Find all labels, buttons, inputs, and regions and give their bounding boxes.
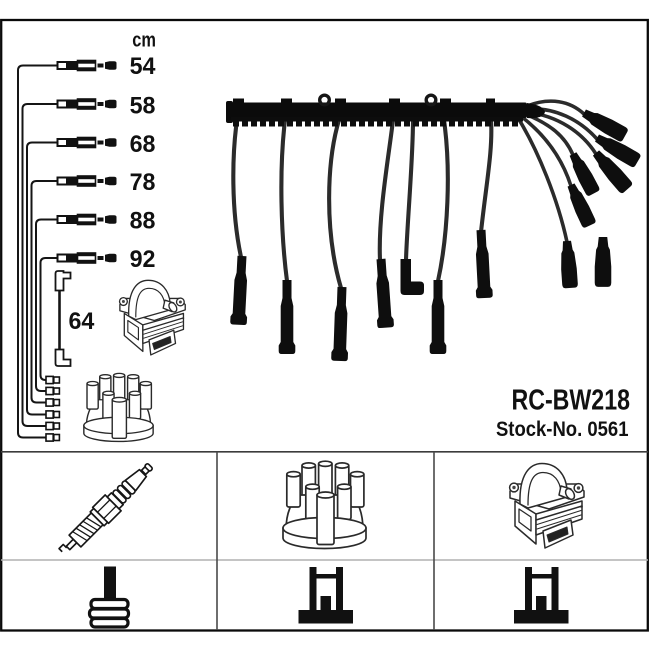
svg-text:Stock-No. 0561: Stock-No. 0561 (496, 418, 629, 442)
svg-text:92: 92 (130, 245, 156, 273)
svg-text:78: 78 (130, 168, 156, 196)
svg-text:68: 68 (130, 130, 156, 158)
svg-text:88: 88 (130, 207, 156, 235)
svg-text:58: 58 (130, 92, 156, 120)
svg-text:cm: cm (132, 28, 156, 51)
svg-text:RC-BW218: RC-BW218 (511, 383, 630, 416)
svg-text:54: 54 (130, 52, 157, 80)
svg-text:64: 64 (69, 307, 96, 335)
